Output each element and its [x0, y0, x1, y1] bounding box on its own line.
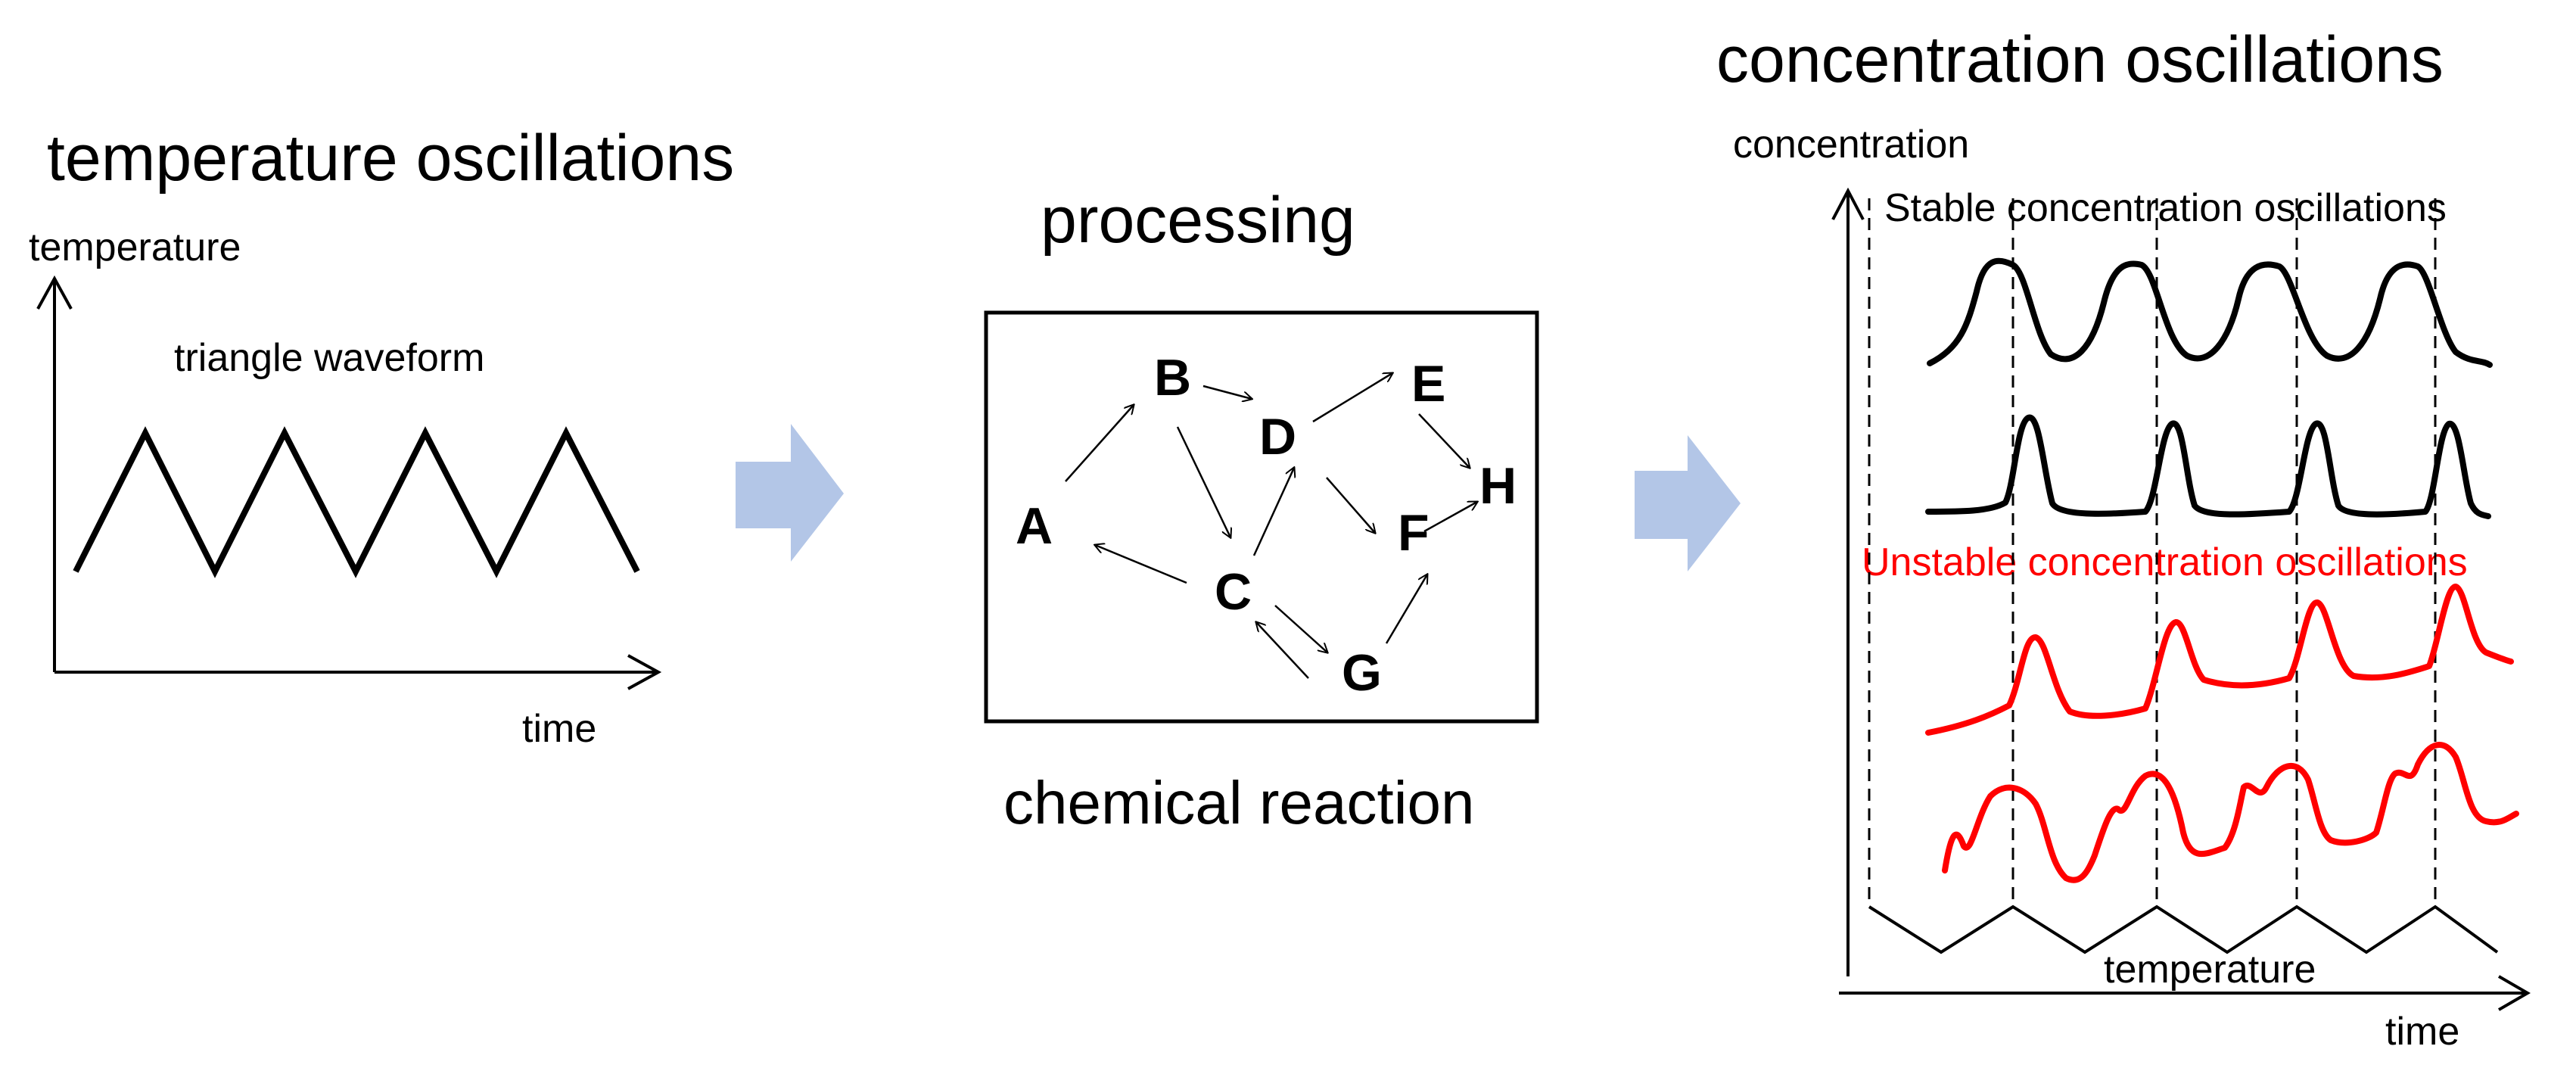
node-h: H — [1479, 457, 1517, 515]
triangle-waveform-label: triangle waveform — [174, 336, 484, 380]
node-f: F — [1398, 504, 1430, 562]
right-y-axis-label: concentration — [1733, 123, 1969, 167]
right-x-axis-label: time — [2385, 1010, 2459, 1054]
stable-trace-narrow — [1925, 414, 2491, 519]
reaction-box — [984, 310, 1539, 724]
middle-panel: processing chemical reaction A B C D E F… — [984, 184, 1539, 836]
left-panel-title: temperature oscillations — [47, 122, 734, 195]
stable-trace-broad — [1927, 257, 2493, 368]
stable-oscillations-label: Stable concentration oscillations — [1884, 186, 2447, 230]
node-e: E — [1411, 355, 1445, 413]
triangle-waveform — [73, 426, 640, 578]
left-x-axis-label: time — [522, 707, 596, 751]
right-panel-title: concentration oscillations — [1716, 23, 2444, 96]
reaction-nodes: A B C D E F G H — [1016, 349, 1517, 702]
node-d: D — [1259, 408, 1296, 465]
right-y-axis — [1831, 187, 1865, 976]
left-y-axis-label: temperature — [29, 226, 241, 269]
temperature-trace — [1868, 905, 2499, 954]
flow-arrow-2 — [1635, 435, 1741, 571]
left-x-axis — [54, 654, 662, 690]
node-a: A — [1016, 497, 1053, 555]
node-c: C — [1215, 563, 1252, 621]
unstable-trace-2 — [1942, 742, 2519, 883]
reaction-arrows — [1065, 373, 1477, 679]
unstable-trace-1 — [1925, 584, 2514, 736]
right-x-axis — [1839, 975, 2531, 1011]
unstable-oscillations-label: Unstable concentration oscillations — [1862, 540, 2468, 584]
node-b: B — [1154, 349, 1191, 406]
left-panel: temperature oscillations temperature tri… — [29, 122, 734, 751]
right-panel: concentration oscillations concentration… — [1716, 23, 2531, 1054]
flow-arrow-1 — [736, 424, 844, 562]
middle-panel-caption: chemical reaction — [1003, 769, 1475, 836]
left-y-axis — [36, 275, 73, 672]
temperature-trace-label: temperature — [2104, 948, 2316, 992]
node-g: G — [1342, 644, 1382, 702]
middle-panel-title: processing — [1041, 184, 1355, 257]
